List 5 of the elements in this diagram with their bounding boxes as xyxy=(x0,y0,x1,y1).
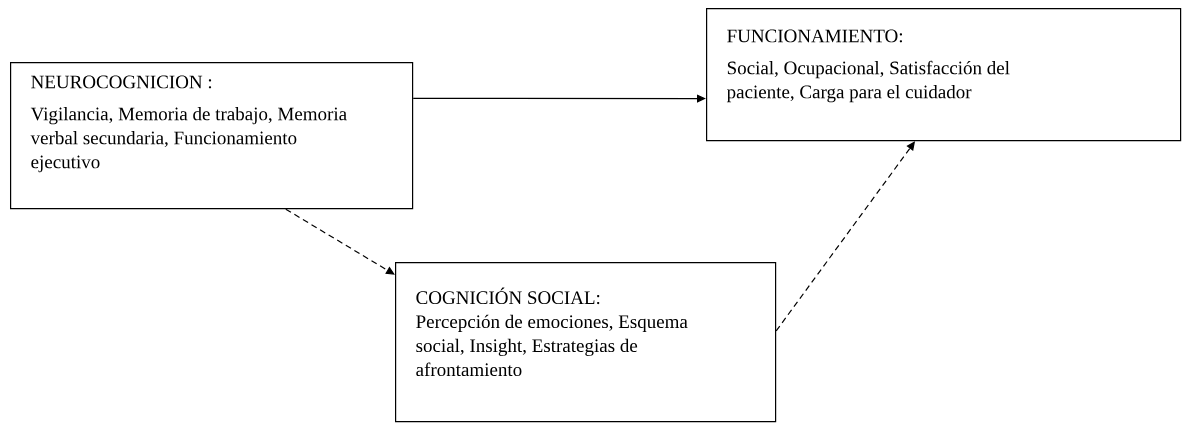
text-box: FUNCIONAMIENTO: Social, Ocupacional, Satisfacción del paciente, Carga para el cuidador xyxy=(706,8,1182,142)
text-box: COGNICIÓN SOCIAL: Percepción de emociones, Esquema social, Insight, Estrategias de afrontamiento xyxy=(395,262,777,423)
arrow xyxy=(285,208,395,275)
arrow xyxy=(412,94,706,103)
text-box: NEUROCOGNICION : Vigilancia, Memoria de trabajo, Memoria verbal secundaria, Funcionamiento ejecutivo xyxy=(10,62,414,210)
